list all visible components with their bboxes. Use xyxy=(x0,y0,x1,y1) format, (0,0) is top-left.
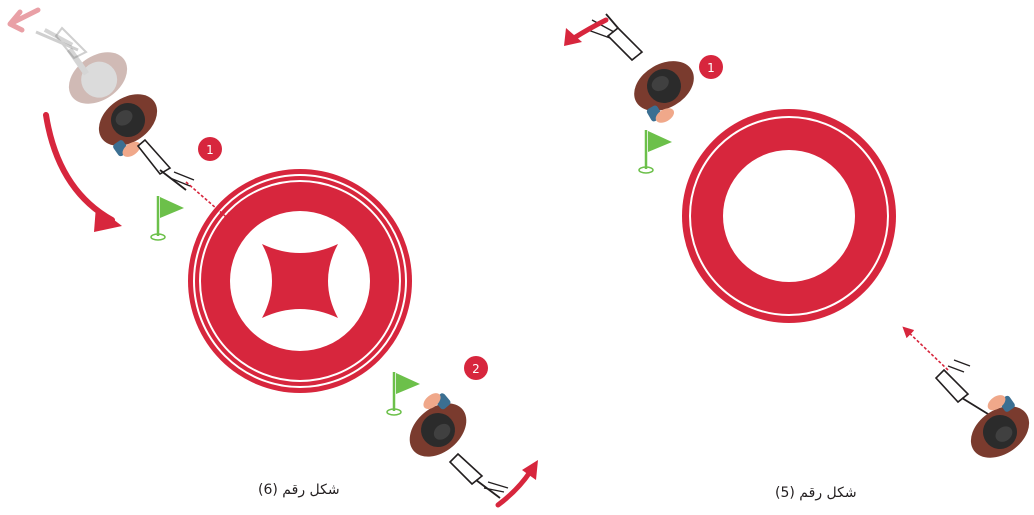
golf-flag-icon xyxy=(387,372,420,415)
golf-flag-icon xyxy=(151,196,184,240)
number-badge-1: 1 xyxy=(198,137,222,161)
move-arrow-head-icon xyxy=(94,206,122,232)
golf-club-icon xyxy=(450,454,508,498)
ghost-club-icon xyxy=(36,28,86,58)
svg-text:2: 2 xyxy=(472,362,480,376)
golf-club-icon xyxy=(936,360,988,414)
move-arrow-icon xyxy=(498,472,530,505)
figure-6-caption: شكل رقم (6) xyxy=(258,482,340,498)
player-icon xyxy=(393,385,477,468)
number-badge-2: 2 xyxy=(464,356,488,380)
figure-5-caption: شكل رقم (5) xyxy=(775,485,857,501)
svg-text:1: 1 xyxy=(707,61,715,75)
faded-move-arrow-icon xyxy=(10,10,38,30)
player-icon xyxy=(955,387,1034,468)
figure-5: 1 xyxy=(564,14,1034,468)
player-icon xyxy=(625,51,707,130)
golf-club-icon xyxy=(588,14,642,60)
target-x-mark-icon xyxy=(262,244,338,318)
golf-flag-icon xyxy=(639,130,672,173)
shot-arrow-icon xyxy=(904,328,948,370)
svg-text:1: 1 xyxy=(206,143,214,157)
ghost-player-icon xyxy=(32,2,137,114)
target-ring-icon xyxy=(682,109,896,323)
figure-6: 1 2 xyxy=(10,2,538,505)
number-badge-1: 1 xyxy=(699,55,723,79)
